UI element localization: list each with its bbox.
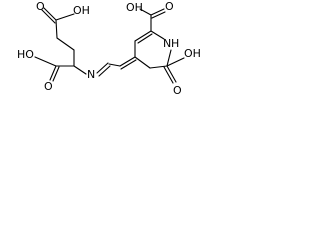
bond — [98, 65, 111, 77]
atom-label-h: H — [171, 37, 179, 50]
bond — [139, 8, 152, 16]
atom-label-oh: OH — [73, 4, 90, 17]
bond — [49, 65, 57, 81]
bond — [163, 66, 174, 84]
bond — [55, 19, 58, 39]
bond — [120, 59, 137, 70]
bond — [137, 33, 153, 44]
left-chain-bonds — [34, 7, 87, 82]
bond — [108, 63, 121, 67]
atom-label-ho: HO — [17, 48, 34, 61]
atom-label-o: O — [36, 0, 45, 13]
bond — [166, 65, 177, 83]
atom-label-o: O — [173, 84, 182, 97]
bond — [34, 56, 57, 67]
atom-label-o: O — [44, 80, 53, 93]
bond — [134, 56, 151, 69]
bond — [55, 13, 75, 21]
bond — [52, 66, 60, 82]
bond — [73, 65, 87, 75]
atom-label-o: O — [165, 0, 174, 13]
bond — [134, 30, 152, 42]
bond — [150, 8, 165, 16]
atom-labels: O OH HO O N OH O N H OH O — [17, 0, 201, 97]
ring-bonds — [134, 30, 172, 69]
atom-label-n-imine: N — [87, 68, 95, 81]
bond — [149, 65, 168, 69]
bond — [151, 11, 166, 19]
atom-label-n-ring: N — [163, 37, 171, 50]
linker-bonds — [96, 56, 137, 77]
bond — [166, 49, 172, 67]
bond — [56, 37, 75, 51]
bond — [119, 56, 136, 67]
bond — [96, 62, 109, 74]
bond — [150, 30, 165, 40]
bond — [166, 57, 185, 67]
chemical-structure-diagram: O OH HO O N OH O N H OH O — [17, 0, 201, 97]
ring-substituent-bonds — [139, 8, 185, 84]
atom-label-oh: OH — [126, 1, 143, 14]
atom-label-oh: OH — [184, 47, 201, 60]
bond — [41, 9, 56, 24]
bond — [43, 7, 57, 21]
